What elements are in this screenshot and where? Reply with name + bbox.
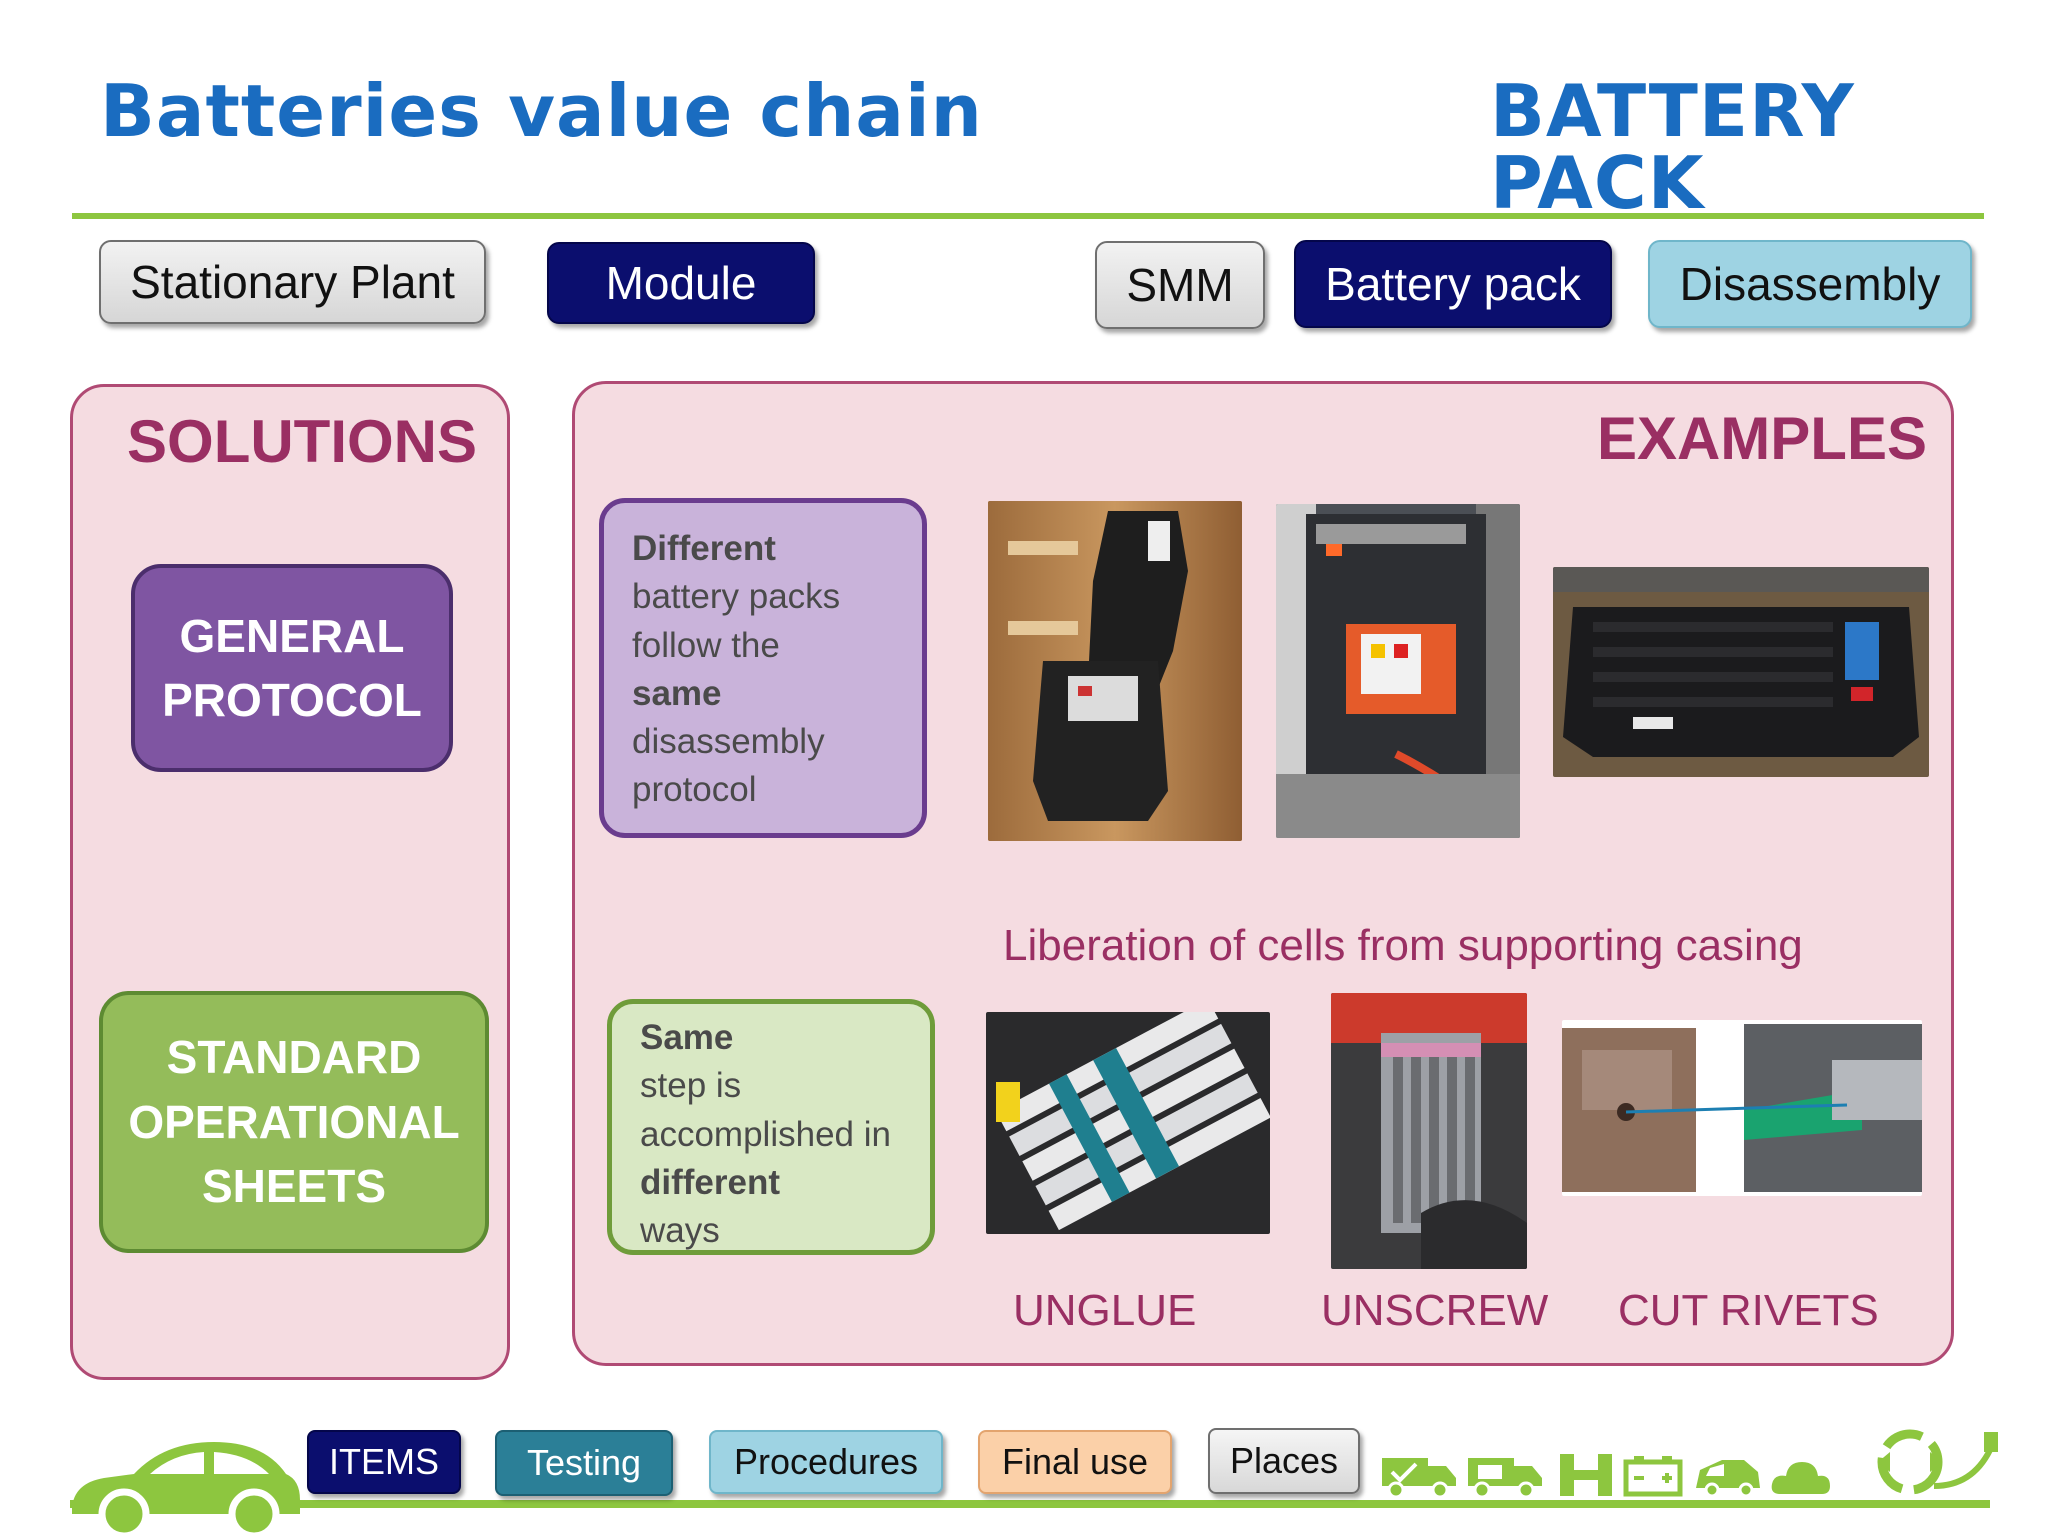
cut-rivets-photo xyxy=(1562,1020,1922,1196)
note-text: ways xyxy=(640,1211,720,1251)
solutions-panel: SOLUTIONS GENERAL PROTOCOL STANDARD OPER… xyxy=(70,384,510,1380)
step-unglue-label: UNGLUE xyxy=(1013,1286,1197,1335)
footer-testing-button[interactable]: Testing xyxy=(495,1430,673,1496)
nav-disassembly-button[interactable]: Disassembly xyxy=(1648,240,1972,328)
section-title: BATTERY PACK xyxy=(1490,69,1855,225)
footer-places-button[interactable]: Places xyxy=(1208,1428,1360,1494)
nav-battery-pack-button[interactable]: Battery pack xyxy=(1294,240,1612,328)
footer-items-button[interactable]: ITEMS xyxy=(307,1430,461,1494)
step-cut-rivets-label: CUT RIVETS xyxy=(1618,1286,1879,1335)
standard-operational-sheets-box[interactable]: STANDARD OPERATIONAL SHEETS xyxy=(99,991,489,1253)
header-divider xyxy=(72,213,1984,219)
battery-pack-photo-1 xyxy=(988,501,1242,841)
cloud-icon[interactable] xyxy=(1770,1456,1832,1498)
footer-ground-line xyxy=(70,1500,1990,1508)
solutions-heading: SOLUTIONS xyxy=(127,408,478,475)
step-unscrew-label: UNSCREW xyxy=(1321,1286,1549,1335)
battery-pack-photo-3 xyxy=(1553,567,1929,777)
note-text: Same xyxy=(640,1018,734,1057)
examples-heading: EXAMPLES xyxy=(1596,405,1927,472)
truck-battery-icon[interactable] xyxy=(1466,1450,1546,1500)
battery-icon[interactable] xyxy=(1622,1452,1684,1498)
note-text: same xyxy=(632,673,722,713)
note-text: Different xyxy=(632,529,776,568)
general-protocol-box[interactable]: GENERAL PROTOCOL xyxy=(131,564,453,772)
car-icon xyxy=(72,1442,300,1536)
note-text: follow the xyxy=(632,625,780,665)
nav-module-button[interactable]: Module xyxy=(547,242,815,324)
examples-panel: EXAMPLES Different battery packs follow … xyxy=(572,381,1954,1366)
note-text: disassembly xyxy=(632,722,825,762)
truck-check-icon[interactable] xyxy=(1380,1450,1460,1500)
car-side-icon[interactable] xyxy=(1692,1452,1764,1498)
note-text: protocol xyxy=(632,770,757,810)
recycle-plug-icon[interactable] xyxy=(1860,1420,2010,1500)
nav-stationary-plant-button[interactable]: Stationary Plant xyxy=(99,240,486,324)
page-title: Batteries value chain xyxy=(100,69,983,153)
nav-smm-button[interactable]: SMM xyxy=(1095,241,1265,329)
footer-procedures-button[interactable]: Procedures xyxy=(709,1430,943,1494)
unglue-photo xyxy=(986,1012,1270,1234)
footer-final-use-button[interactable]: Final use xyxy=(978,1430,1172,1494)
battery-pack-photo-2 xyxy=(1276,504,1520,838)
note-different-ways: Same step is accomplished in different w… xyxy=(607,999,935,1255)
note-same-protocol: Different battery packs follow the same … xyxy=(599,498,927,838)
note-text: battery packs xyxy=(632,577,841,617)
unscrew-photo xyxy=(1331,993,1527,1269)
note-text: step is xyxy=(640,1066,742,1106)
tools-icon[interactable] xyxy=(1556,1450,1616,1500)
note-text: accomplished in xyxy=(640,1114,891,1154)
liberation-caption: Liberation of cells from supporting casi… xyxy=(1003,921,1803,970)
note-text: different xyxy=(640,1162,780,1202)
